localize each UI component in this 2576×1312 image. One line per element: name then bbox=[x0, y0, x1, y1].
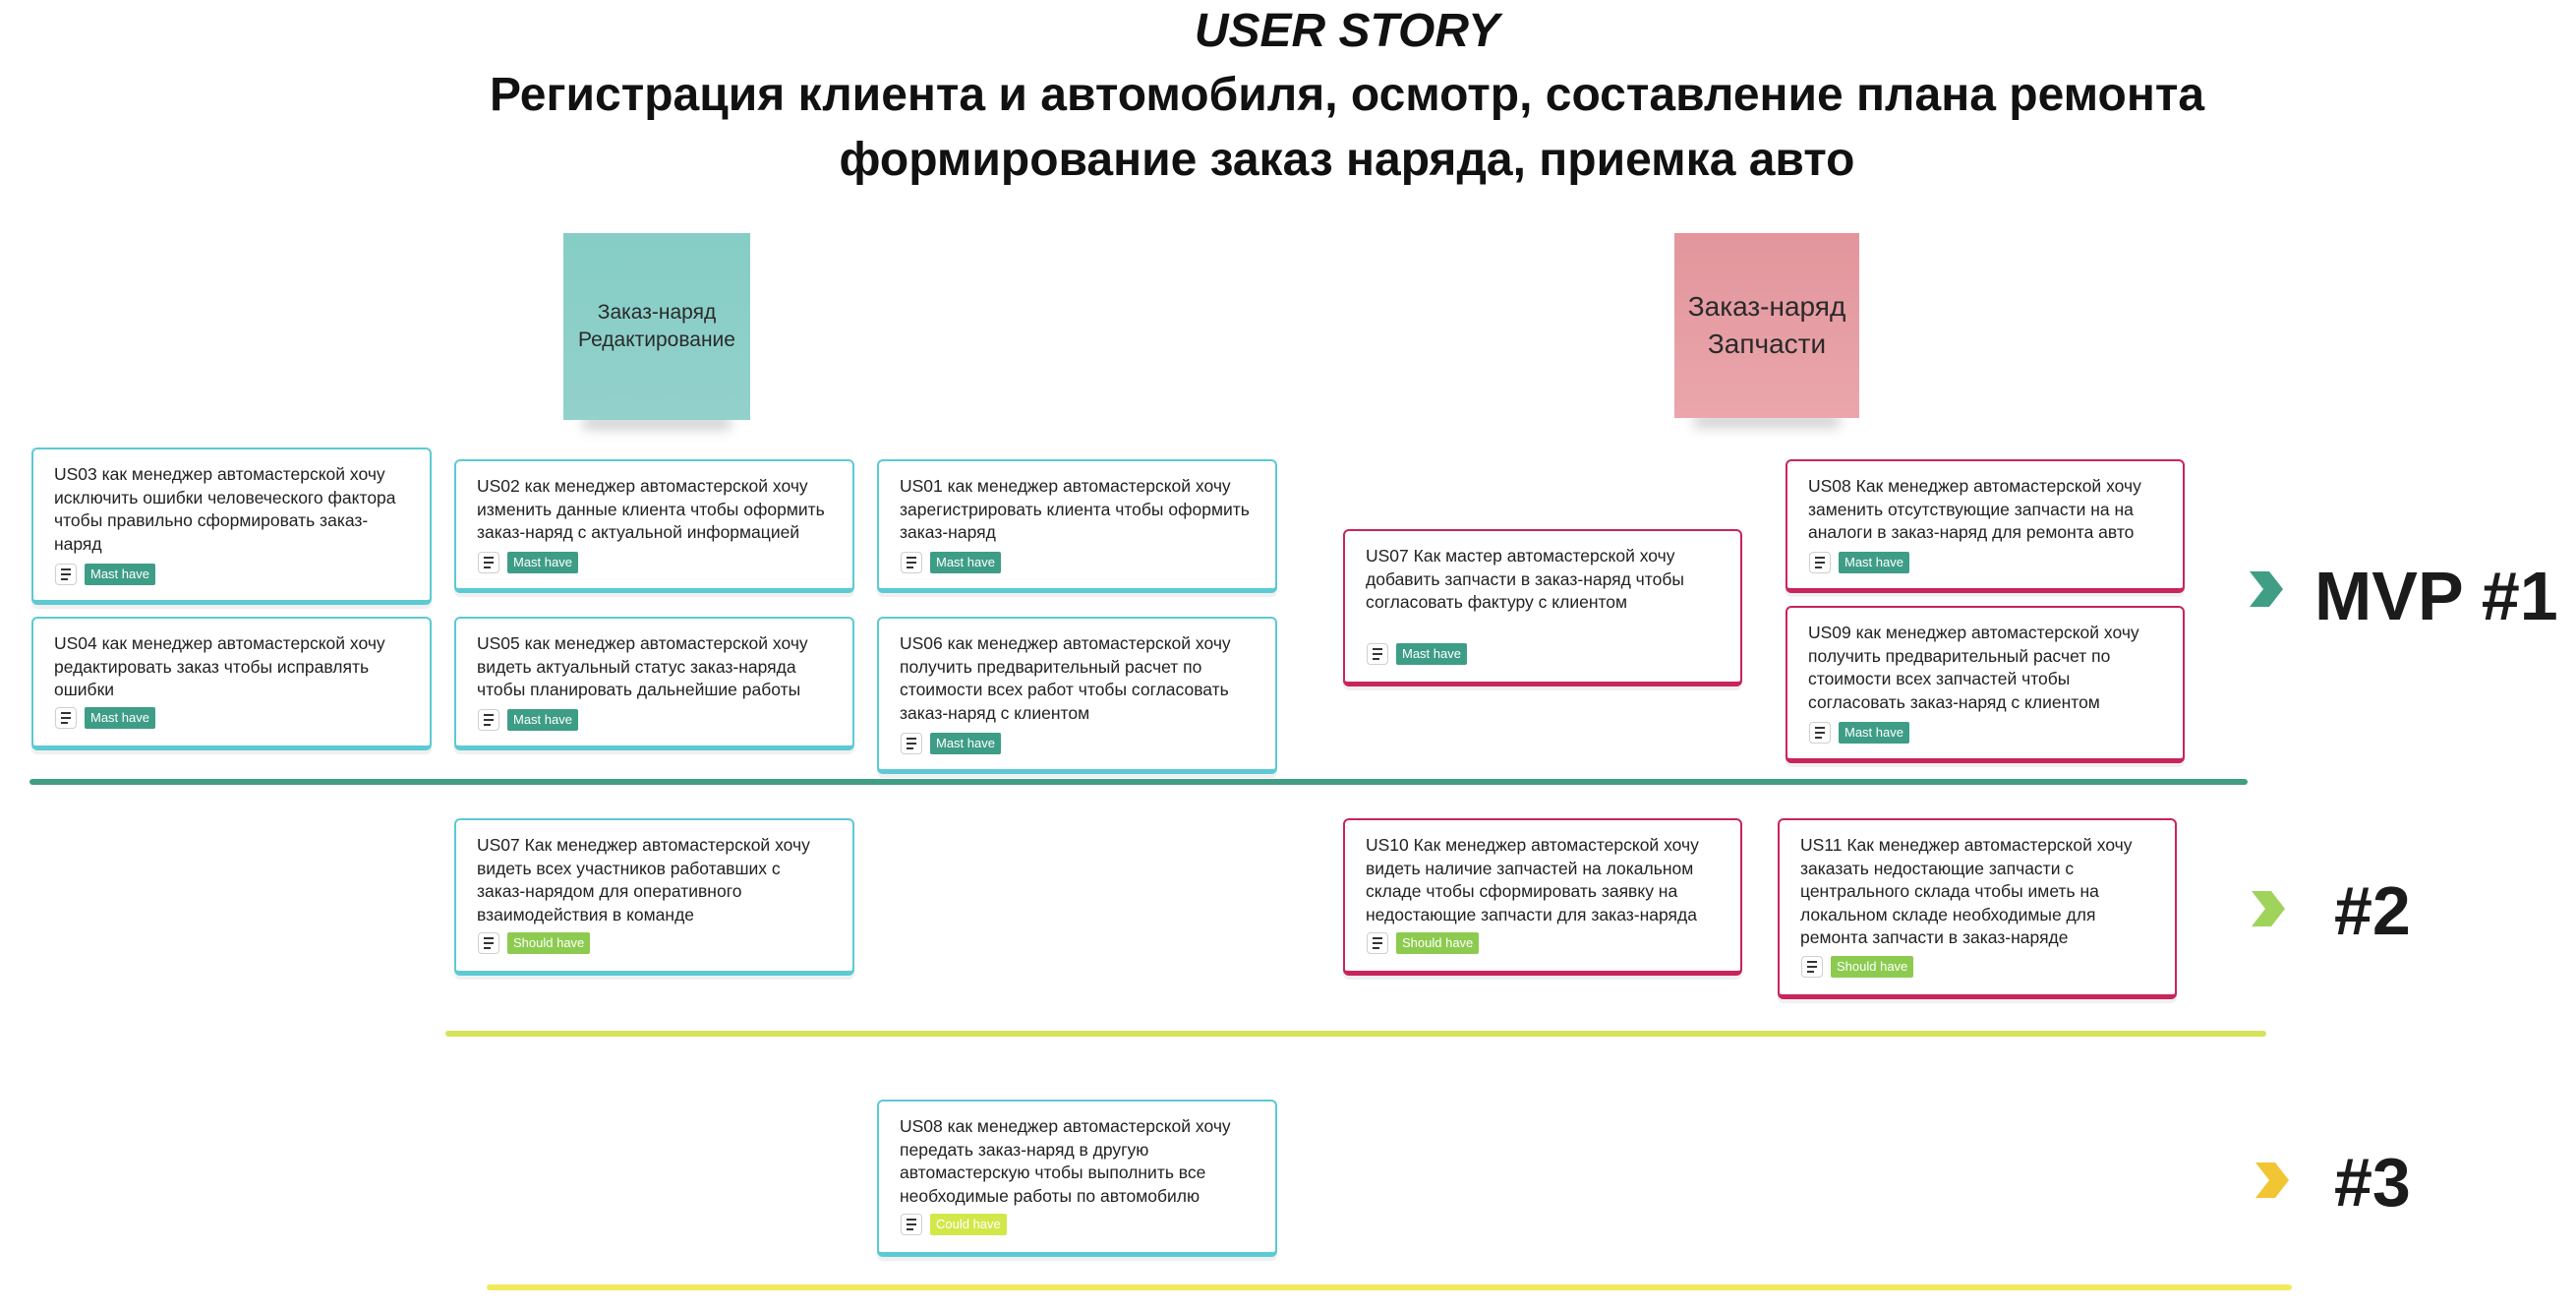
priority-badge: Mast have bbox=[1839, 552, 1909, 573]
notes-icon[interactable] bbox=[478, 932, 499, 954]
sticky-edit[interactable]: Заказ-наряд Редактирование bbox=[563, 233, 750, 420]
priority-badge: Mast have bbox=[1839, 722, 1909, 744]
release-3-line bbox=[487, 1284, 2292, 1290]
chevron-right-icon bbox=[2250, 571, 2283, 607]
story-card-us10[interactable]: US10 Как менеджер автомастерской хочу ви… bbox=[1343, 818, 1742, 976]
chevron-right-icon bbox=[2255, 1163, 2289, 1198]
priority-badge: Should have bbox=[1396, 932, 1480, 954]
card-footer: Mast have bbox=[478, 552, 578, 573]
story-text: US07 Как мастер автомастерской хочу доба… bbox=[1366, 546, 1684, 612]
story-text: US02 как менеджер автомастерской хочу из… bbox=[477, 476, 825, 542]
notes-icon[interactable] bbox=[55, 564, 77, 585]
story-card-us03[interactable]: US03 как менеджер автомастерской хочу ис… bbox=[31, 447, 432, 605]
priority-badge: Mast have bbox=[507, 552, 578, 573]
story-card-us11[interactable]: US11 Как менеджер автомастерской хочу за… bbox=[1778, 818, 2177, 999]
notes-icon[interactable] bbox=[901, 552, 922, 573]
priority-badge: Could have bbox=[930, 1214, 1007, 1235]
story-card-us01[interactable]: US01 как менеджер автомастерской хочу за… bbox=[877, 459, 1277, 593]
notes-icon[interactable] bbox=[1367, 932, 1388, 954]
sticky-parts-label: Заказ-наряд Запчасти bbox=[1687, 291, 1846, 359]
notes-icon[interactable] bbox=[901, 1214, 922, 1235]
card-footer: Mast have bbox=[1367, 643, 1467, 665]
story-text: US07 Как менеджер автомастерской хочу ви… bbox=[477, 835, 810, 924]
release-2-line bbox=[445, 1031, 2266, 1037]
priority-badge: Mast have bbox=[507, 709, 578, 731]
story-text: US09 как менеджер автомастерской хочу по… bbox=[1808, 623, 2139, 712]
card-footer: Mast have bbox=[901, 733, 1001, 754]
release-2-label: #2 bbox=[2334, 872, 2411, 949]
sticky-edit-label: Заказ-наряд Редактирование bbox=[578, 300, 735, 351]
board-subtitle: Регистрация клиента и автомобиля, осмотр… bbox=[489, 69, 2205, 186]
board-title: USER STORY bbox=[1194, 5, 1500, 57]
card-footer: Mast have bbox=[1809, 722, 1909, 744]
priority-badge: Mast have bbox=[930, 552, 1001, 573]
sticky-parts[interactable]: Заказ-наряд Запчасти bbox=[1674, 233, 1859, 418]
story-card-us07-master[interactable]: US07 Как мастер автомастерской хочу доба… bbox=[1343, 529, 1742, 686]
story-text: US03 как менеджер автомастерской хочу ис… bbox=[54, 464, 396, 554]
card-footer: Could have bbox=[901, 1214, 1007, 1235]
priority-badge: Mast have bbox=[85, 707, 155, 729]
card-footer: Mast have bbox=[55, 707, 155, 729]
priority-badge: Should have bbox=[1831, 956, 1914, 978]
notes-icon[interactable] bbox=[1801, 956, 1823, 978]
story-text: US08 Как менеджер автомастерской хочу за… bbox=[1808, 476, 2141, 542]
chevron-right-icon bbox=[2252, 891, 2285, 926]
priority-badge: Mast have bbox=[1396, 643, 1467, 665]
story-text: US04 как менеджер автомастерской хочу ре… bbox=[54, 633, 385, 699]
card-footer: Should have bbox=[1801, 956, 1914, 978]
story-card-us08[interactable]: US08 как менеджер автомастерской хочу пе… bbox=[877, 1100, 1277, 1257]
notes-icon[interactable] bbox=[478, 709, 499, 731]
story-text: US01 как менеджер автомастерской хочу за… bbox=[900, 476, 1250, 542]
release-3-label: #3 bbox=[2334, 1144, 2411, 1221]
story-card-us05[interactable]: US05 как менеджер автомастерской хочу ви… bbox=[454, 617, 854, 750]
notes-icon[interactable] bbox=[1809, 722, 1831, 744]
priority-badge: Should have bbox=[507, 932, 591, 954]
story-card-us08-parts[interactable]: US08 Как менеджер автомастерской хочу за… bbox=[1786, 459, 2185, 593]
story-text: US05 как менеджер автомастерской хочу ви… bbox=[477, 633, 808, 699]
notes-icon[interactable] bbox=[901, 733, 922, 754]
card-footer: Should have bbox=[478, 932, 591, 954]
story-card-us09[interactable]: US09 как менеджер автомастерской хочу по… bbox=[1786, 606, 2185, 763]
story-text: US11 Как менеджер автомастерской хочу за… bbox=[1800, 835, 2133, 947]
card-footer: Mast have bbox=[1809, 552, 1909, 573]
notes-icon[interactable] bbox=[1367, 643, 1388, 665]
card-footer: Mast have bbox=[55, 564, 155, 585]
card-footer: Mast have bbox=[478, 709, 578, 731]
release-1-line bbox=[29, 779, 2248, 785]
notes-icon[interactable] bbox=[55, 707, 77, 729]
release-1-label: MVP #1 bbox=[2314, 558, 2558, 634]
card-footer: Should have bbox=[1367, 932, 1480, 954]
notes-icon[interactable] bbox=[478, 552, 499, 573]
priority-badge: Mast have bbox=[85, 564, 155, 585]
notes-icon[interactable] bbox=[1809, 552, 1831, 573]
story-text: US06 как менеджер автомастерской хочу по… bbox=[900, 633, 1231, 723]
story-text: US08 как менеджер автомастерской хочу пе… bbox=[900, 1116, 1231, 1206]
story-card-us02[interactable]: US02 как менеджер автомастерской хочу из… bbox=[454, 459, 854, 593]
story-card-us06[interactable]: US06 как менеджер автомастерской хочу по… bbox=[877, 617, 1277, 774]
story-card-us07[interactable]: US07 Как менеджер автомастерской хочу ви… bbox=[454, 818, 854, 976]
card-footer: Mast have bbox=[901, 552, 1001, 573]
story-text: US10 Как менеджер автомастерской хочу ви… bbox=[1366, 835, 1699, 924]
priority-badge: Mast have bbox=[930, 733, 1001, 754]
story-card-us04[interactable]: US04 как менеджер автомастерской хочу ре… bbox=[31, 617, 432, 750]
